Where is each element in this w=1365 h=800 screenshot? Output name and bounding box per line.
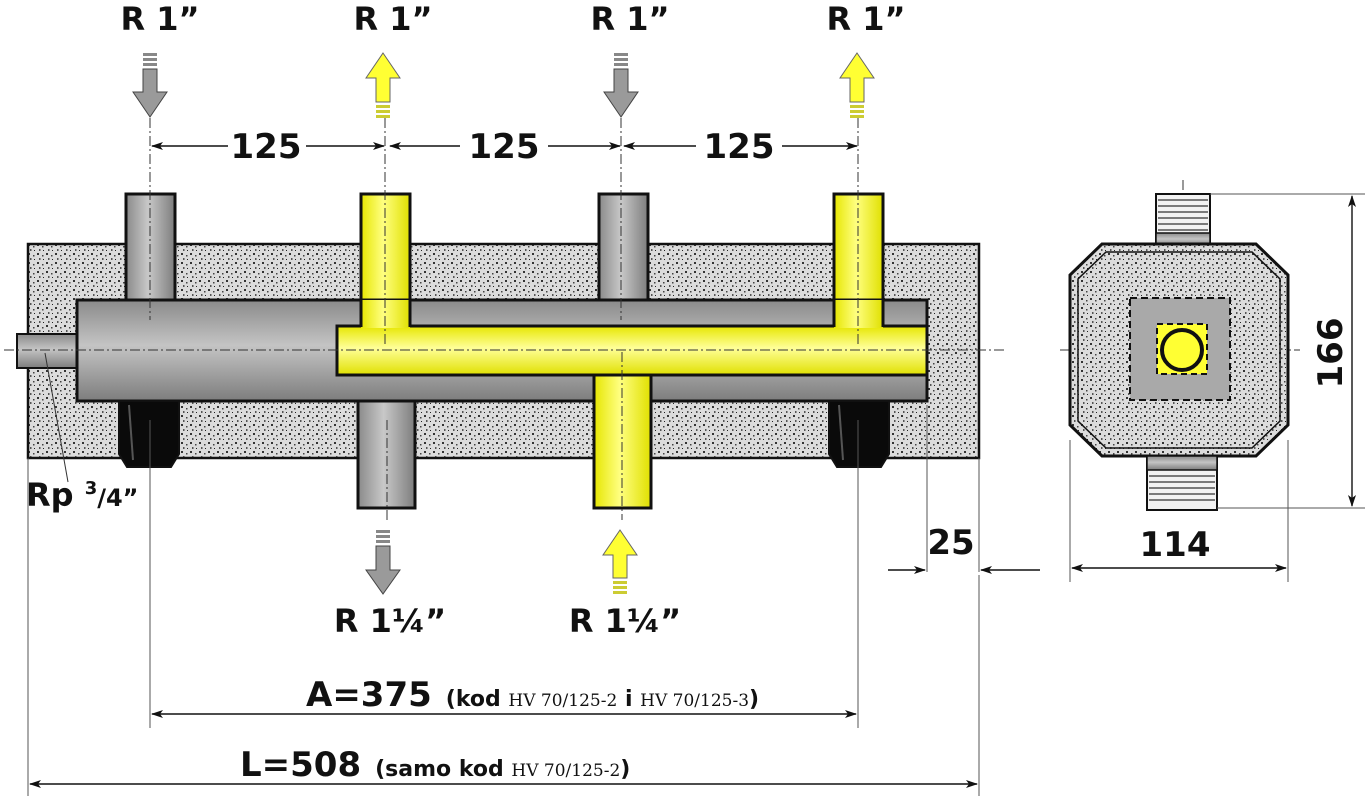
bottom-label-2: R 1¼”: [569, 602, 681, 640]
spacing-3: 125: [704, 127, 775, 167]
side-view: [1068, 193, 1290, 511]
bottom-pipe-grey: [356, 399, 417, 510]
offset-dimension: [888, 405, 1040, 574]
top-label-4: R 1”: [826, 0, 905, 38]
spacing-1: 125: [231, 127, 302, 167]
side-width-value: 114: [1140, 525, 1211, 565]
flow-arrow-up-6-icon: [602, 529, 638, 594]
flow-arrow-down-1-icon: [132, 53, 168, 118]
flow-arrow-down-5-icon: [365, 530, 401, 595]
top-pipe-3: [597, 192, 650, 304]
top-label-2: R 1”: [353, 0, 432, 38]
top-label-1: R 1”: [120, 0, 199, 38]
bottom-plug-right: [828, 400, 890, 468]
flow-arrow-down-3-icon: [603, 53, 639, 118]
drain-leader: [44, 352, 69, 483]
side-inner-ring: [1160, 328, 1204, 372]
side-height-value: 166: [1311, 318, 1351, 389]
bottom-label-1: R 1¼”: [334, 602, 446, 640]
spacing-2: 125: [469, 127, 540, 167]
dimension-l-label: L=508(samo kod HV 70/125-2): [240, 745, 630, 785]
drain-nipple: [16, 333, 80, 369]
bottom-plug-left: [118, 400, 180, 468]
top-label-3: R 1”: [590, 0, 669, 38]
flow-arrow-up-4-icon: [839, 52, 875, 118]
flow-arrow-up-2-icon: [365, 52, 401, 118]
dimension-a-label: A=375(kod HV 70/125-2 i HV 70/125-3): [306, 675, 759, 715]
drain-label: Rp 3/4”: [26, 476, 138, 514]
offset-value: 25: [927, 523, 974, 563]
